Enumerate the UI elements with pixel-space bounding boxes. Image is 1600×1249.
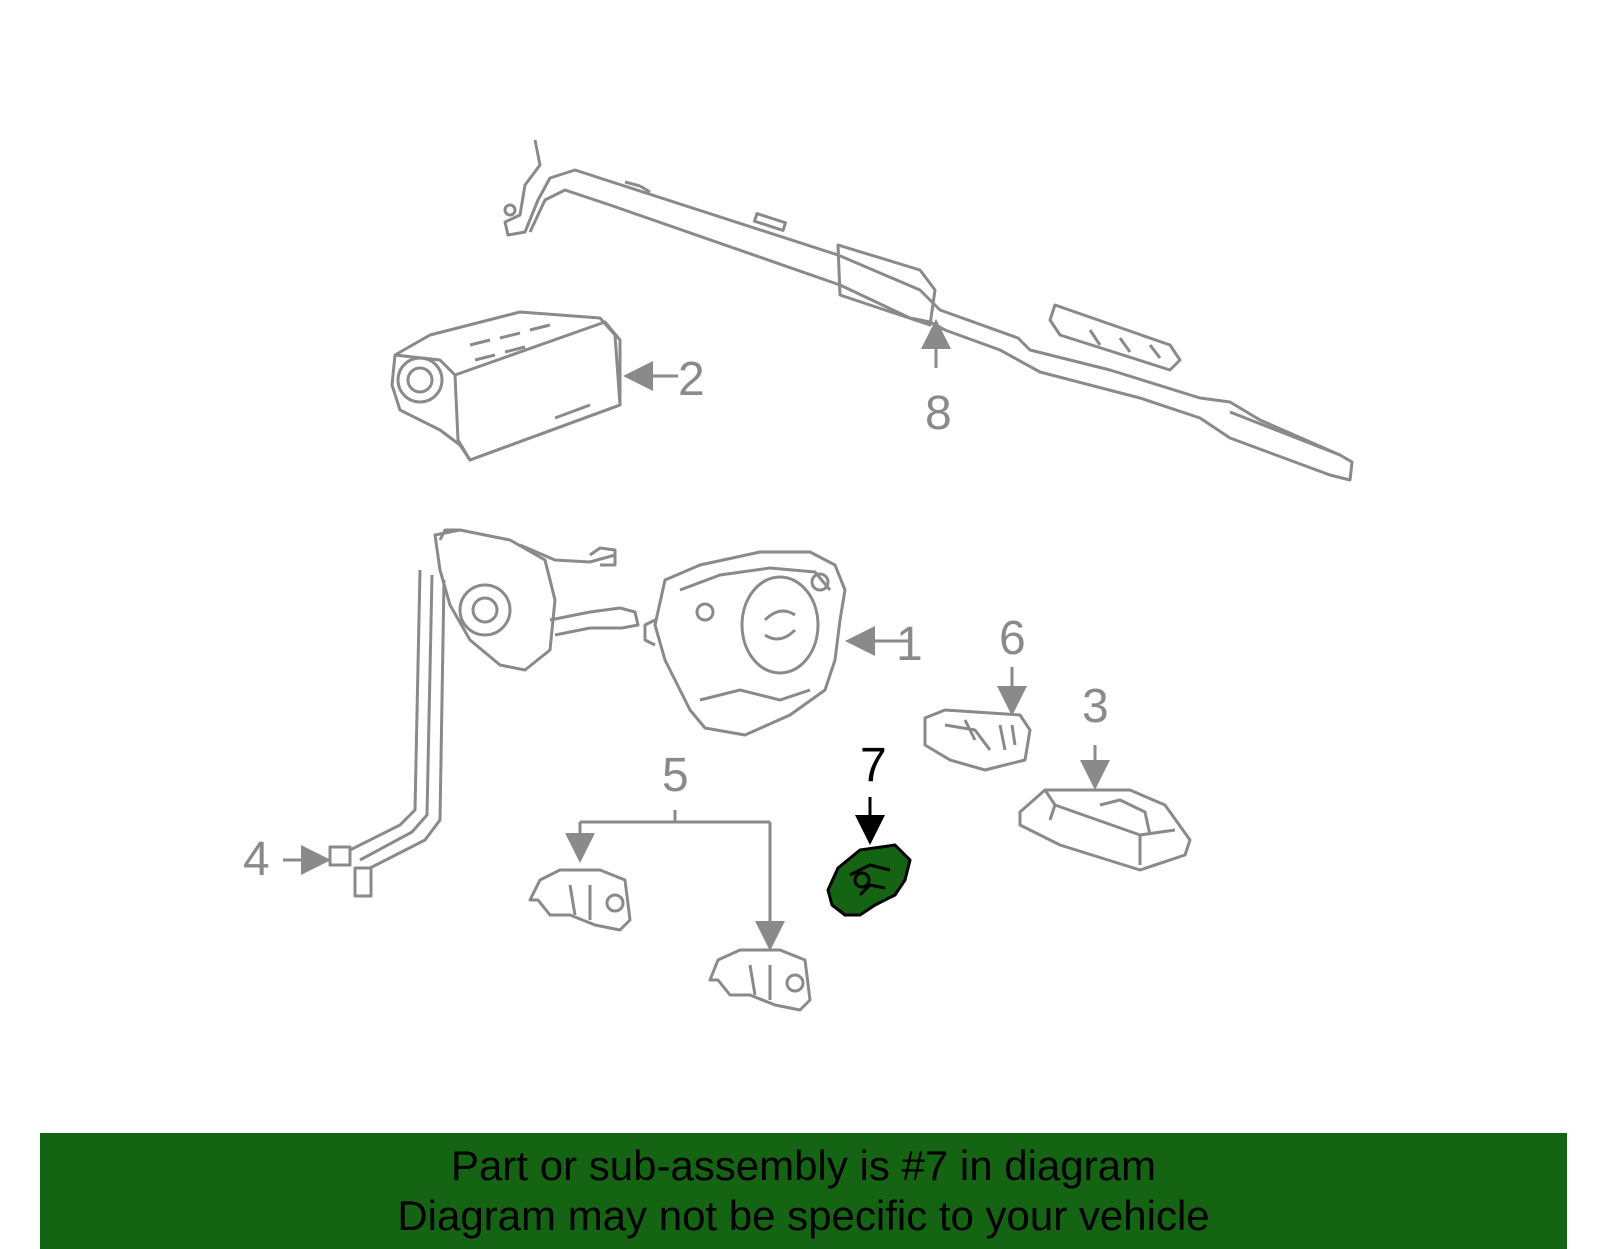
parts-diagram: 1 2 3 4 5 6 7 8 [243, 139, 1354, 1012]
callout-2: 2 [678, 353, 705, 406]
callout-arrows [283, 319, 1110, 875]
callout-4: 4 [243, 833, 270, 886]
callout-6: 6 [999, 612, 1026, 665]
callout-1: 1 [896, 618, 923, 671]
callout-3: 3 [1082, 680, 1109, 733]
part-3-control-module [1018, 788, 1192, 872]
part-5-impact-sensors [528, 810, 812, 1012]
callout-5: 5 [662, 749, 689, 802]
callout-7: 7 [860, 739, 887, 792]
callout-8: 8 [925, 387, 952, 440]
part-7-highlighted [826, 843, 912, 917]
part-6-sensor [923, 708, 1032, 772]
info-banner: Part or sub-assembly is #7 in diagram Di… [40, 1133, 1567, 1249]
banner-line-2: Diagram may not be specific to your vehi… [397, 1192, 1210, 1239]
banner-line-1: Part or sub-assembly is #7 in diagram [451, 1142, 1156, 1189]
part-4-clock-spring [328, 528, 640, 898]
part-1-driver-airbag [643, 550, 847, 737]
part-2-passenger-airbag [390, 310, 622, 462]
